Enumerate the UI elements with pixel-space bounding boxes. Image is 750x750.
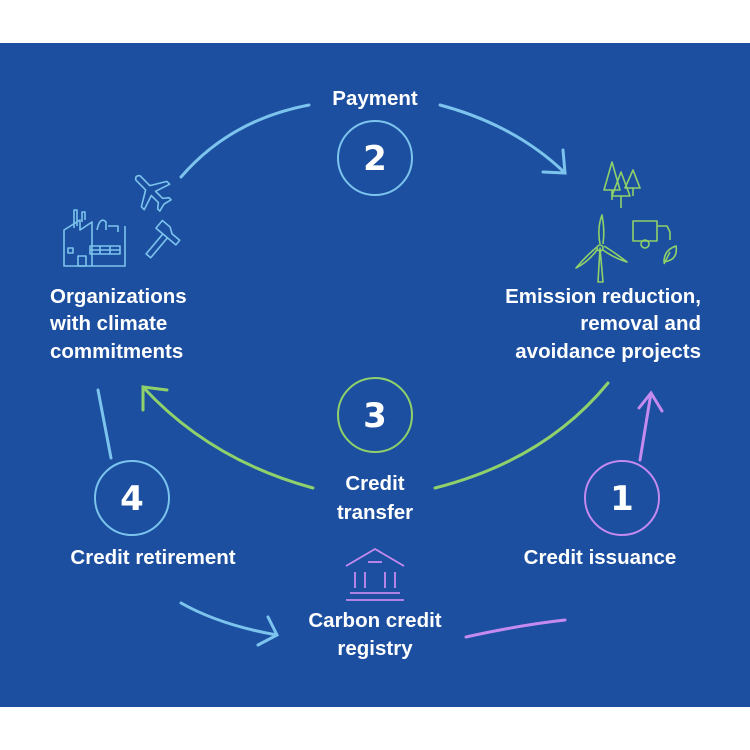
registry-label-line2: registry [337, 637, 413, 660]
projects-label: Emission reduction, removal and avoidanc… [505, 285, 701, 363]
bank-icon [345, 547, 405, 601]
credit-transfer-arrow [141, 381, 610, 490]
svg-text:commitments: commitments [50, 340, 183, 363]
truck-icon [632, 220, 671, 249]
hammer-icon [145, 219, 181, 259]
step-3-badge: 3 [337, 377, 413, 453]
step-4-number: 4 [120, 479, 144, 519]
svg-text:avoidance projects: avoidance projects [515, 340, 701, 363]
wind-turbine-icon [575, 214, 628, 283]
registry-to-issuance-arc [464, 618, 567, 639]
step-1-badge: 1 [584, 460, 660, 536]
svg-text:Organizations: Organizations [50, 285, 187, 308]
step-3-label-line1: Credit [345, 472, 404, 495]
airplane-icon [134, 174, 172, 212]
svg-text:removal and: removal and [580, 312, 701, 335]
step-4-label: Credit retirement [70, 546, 235, 569]
diagram-background [0, 43, 750, 707]
svg-text:with climate: with climate [49, 312, 167, 335]
organizations-label: Organizations with climate commitments [49, 285, 187, 363]
payment-arrow [179, 103, 567, 179]
step-3-number: 3 [363, 396, 387, 436]
step-2-badge: 2 [337, 120, 413, 196]
step-2-label: Payment [332, 87, 418, 110]
retirement-arrow [179, 601, 279, 647]
trees-icon [603, 161, 641, 208]
issuance-arrow [637, 390, 664, 462]
step-1-number: 1 [610, 479, 634, 519]
step-2-number: 2 [363, 139, 387, 179]
retirement-connector [96, 388, 113, 460]
step-4-badge: 4 [94, 460, 170, 536]
svg-text:Emission reduction,: Emission reduction, [505, 285, 701, 308]
registry-label-line1: Carbon credit [308, 609, 441, 632]
factory-icon [63, 209, 126, 267]
step-3-label-line2: transfer [337, 501, 413, 524]
leaf-icon [663, 245, 678, 265]
step-1-label: Credit issuance [524, 546, 677, 569]
